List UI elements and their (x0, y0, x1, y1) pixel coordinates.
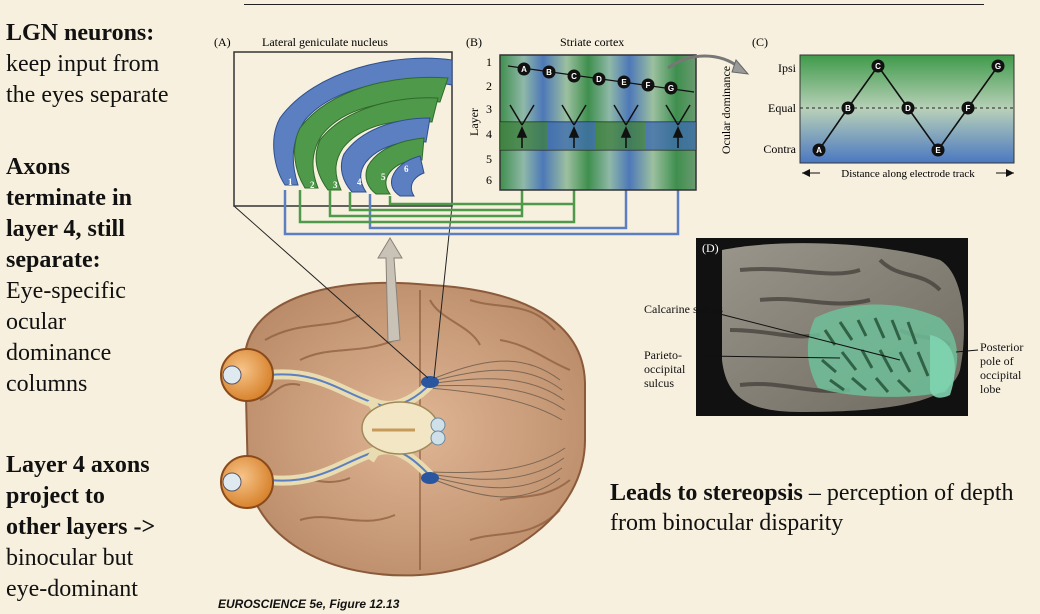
od-point-c: C (875, 62, 881, 71)
top-rule (244, 4, 984, 5)
panel-b-title: Striate cortex (560, 35, 624, 49)
brain-illustration (220, 237, 586, 577)
label-posterior-pole: Posterior pole of occipital lobe (980, 340, 1024, 396)
stereopsis-bold: Leads to stereopsis (610, 480, 803, 506)
cell-e: E (621, 78, 627, 87)
layer-num-6: 6 (486, 173, 492, 187)
od-point-b: B (845, 104, 851, 113)
layer4-heading-1: Layer 4 axons (6, 452, 150, 478)
panel-d: (D) (696, 238, 968, 416)
od-point-a: A (816, 146, 822, 155)
cell-a: A (521, 65, 527, 74)
figure-caption: EUROSCIENCE 5e, Figure 12.13 (218, 597, 400, 611)
label-parieto-occipital: Parieto-occipital sulcus (644, 348, 686, 390)
cell-c: C (571, 72, 577, 81)
panel-a: 1 2 3 4 5 6 (A) Lateral geniculate nucle… (214, 35, 453, 207)
layer-axis-label: Layer (467, 108, 481, 136)
od-point-f: F (966, 104, 971, 113)
axons-text-block: Axons terminate in layer 4, still separa… (6, 152, 132, 400)
axons-line-1: Eye-specific (6, 278, 126, 304)
axons-heading-1: Axons (6, 154, 71, 180)
layer-num-2: 2 (486, 79, 492, 93)
layer-num-1: 1 (486, 55, 492, 69)
tick-equal: Equal (768, 101, 797, 115)
layer-num-3: 3 (486, 102, 492, 116)
panel-c-letter: (C) (752, 35, 768, 49)
panel-b: A B C D E F G 1 2 3 4 5 6 Layer (B) Stri… (466, 35, 750, 191)
axons-heading-4: separate: (6, 247, 101, 273)
cell-b: B (546, 68, 552, 77)
axons-line-4: columns (6, 371, 88, 397)
tick-contra: Contra (763, 142, 796, 156)
panel-d-letter: (D) (702, 241, 719, 255)
layer4-heading-2: project to (6, 483, 105, 509)
layer4-text-block: Layer 4 axons project to other layers ->… (6, 450, 155, 605)
axons-heading-3: layer 4, still (6, 216, 125, 242)
axons-line-3: dominance (6, 340, 112, 366)
layer4-line-1: binocular but (6, 545, 134, 571)
stereopsis-rest: – perception of depth from binocular dis… (610, 480, 1014, 536)
cell-g: G (668, 84, 674, 93)
od-point-e: E (935, 146, 941, 155)
lgn-line-2: the eyes separate (6, 82, 169, 108)
lgn-layer-5: 5 (381, 172, 386, 182)
lgn-layer-6: 6 (404, 164, 409, 174)
layer-num-4: 4 (486, 127, 492, 141)
lgn-heading: LGN neurons: (6, 20, 155, 46)
lgn-text-block: LGN neurons: keep input from the eyes se… (6, 18, 169, 111)
lgn-line-1: keep input from (6, 51, 160, 77)
od-point-g: G (995, 62, 1001, 71)
layer-num-5: 5 (486, 152, 492, 166)
lgn-layer-1: 1 (288, 177, 293, 187)
od-point-d: D (905, 104, 911, 113)
axons-heading-2: terminate in (6, 185, 132, 211)
layer4-line-2: eye-dominant (6, 576, 138, 602)
od-xaxis-label: Distance along electrode track (841, 168, 975, 180)
lgn-layer-3: 3 (333, 180, 338, 190)
eye-top-icon (220, 348, 274, 402)
layer4-heading-3: other layers -> (6, 514, 156, 540)
panel-a-title: Lateral geniculate nucleus (262, 35, 388, 49)
tick-ipsi: Ipsi (778, 61, 797, 75)
stereopsis-text: Leads to stereopsis – perception of dept… (610, 478, 1040, 538)
panel-c: A B C D E F G Ipsi Equal Contra Ocular d… (719, 35, 1015, 180)
label-calcarine: Calcarine sulcus (644, 302, 723, 316)
eye-bottom-icon (220, 455, 274, 509)
axons-line-2: ocular (6, 309, 66, 335)
lgn-layer-4: 4 (357, 177, 362, 187)
panel-a-letter: (A) (214, 35, 231, 49)
od-axis-label: Ocular dominance (719, 66, 733, 154)
cell-f: F (646, 81, 651, 90)
panel-b-letter: (B) (466, 35, 482, 49)
lgn-layer-2: 2 (310, 180, 315, 190)
cell-d: D (596, 75, 602, 84)
